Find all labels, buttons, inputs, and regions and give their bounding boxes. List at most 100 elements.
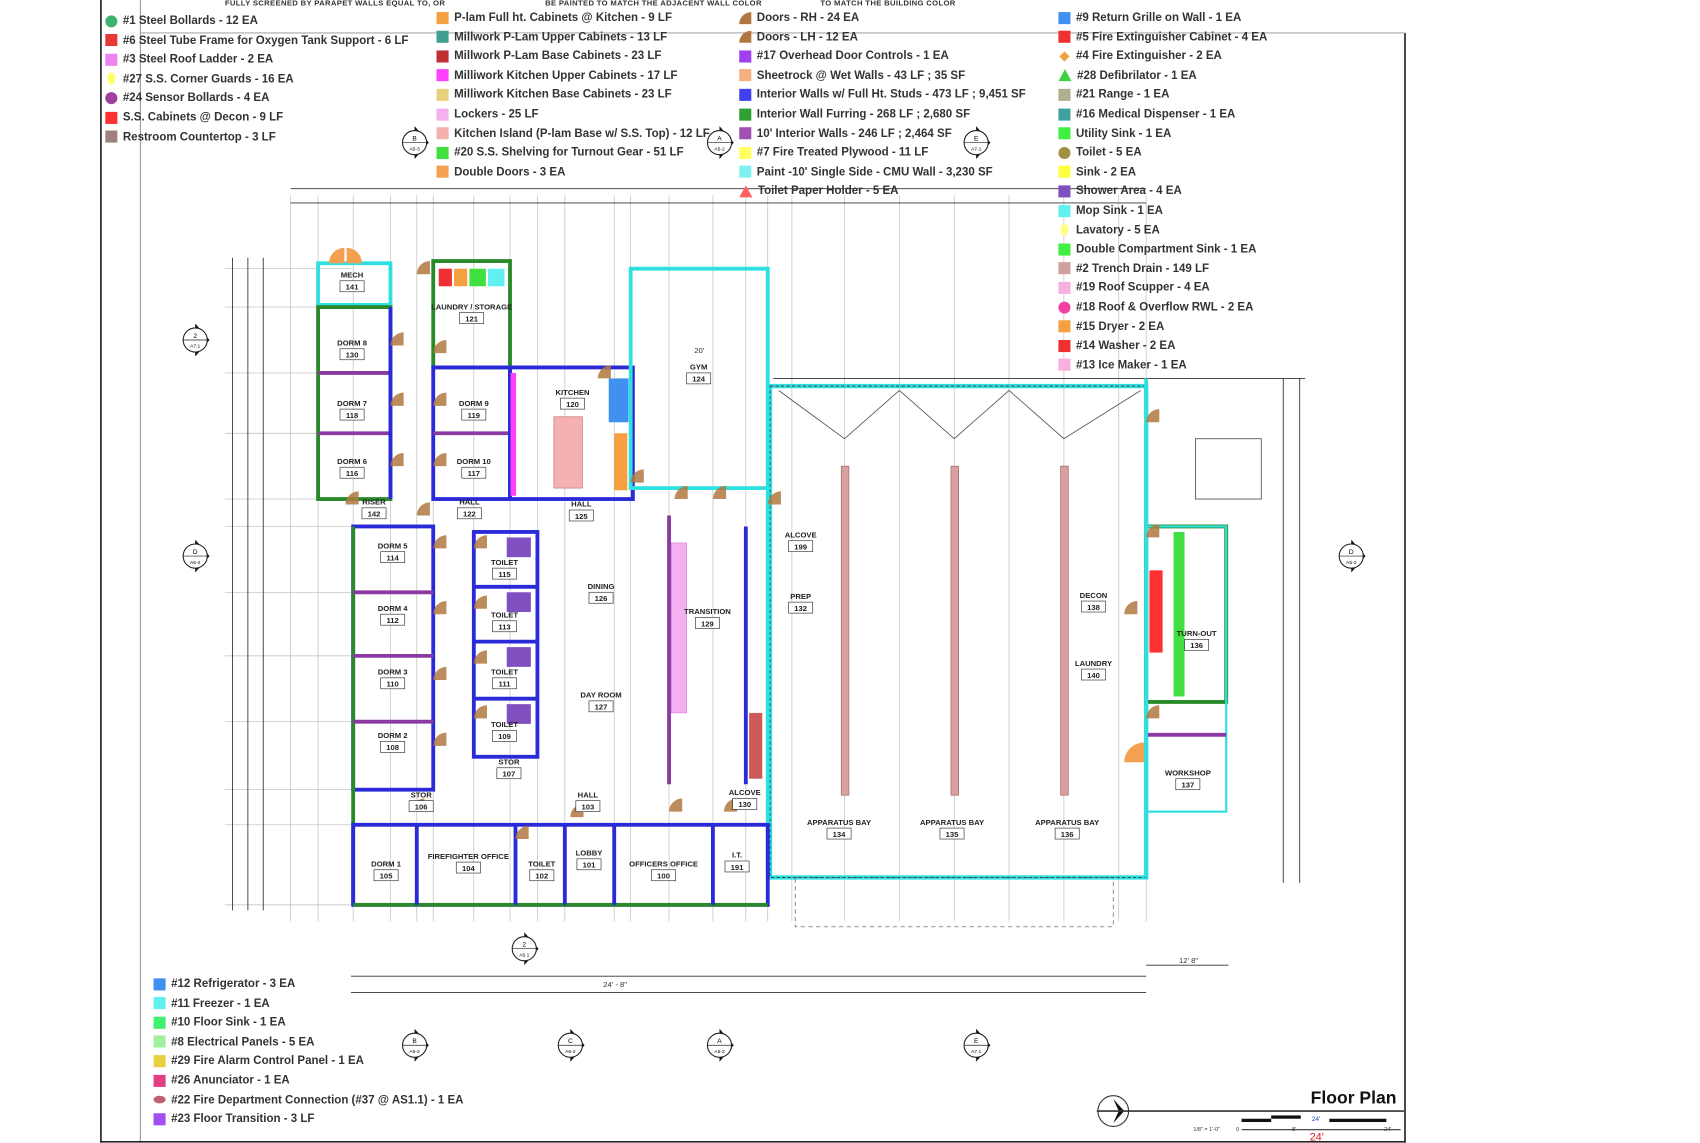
legend-item: Milliwork Kitchen Upper Cabinets - 17 LF: [436, 68, 678, 83]
scale-annotation: 24': [1312, 1116, 1321, 1123]
section-marker-icon: CA5-2: [557, 1028, 585, 1062]
room-name: LAUNDRY: [1075, 659, 1112, 668]
section-marker-icon: AA5-2: [706, 1028, 734, 1062]
legend-label: #18 Roof & Overflow RWL - 2 EA: [1075, 300, 1254, 314]
washer: [438, 268, 452, 287]
door-swing-icon: [390, 452, 404, 467]
room-number: 111: [499, 680, 512, 689]
legend-item: Toilet Paper Holder - 5 EA: [739, 184, 898, 199]
legend-label: Kitchen Island (P-lam Base w/ S.S. Top) …: [454, 126, 710, 140]
scale-tick: 24': [1384, 1127, 1391, 1133]
legend-label: #29 Fire Alarm Control Panel - 1 EA: [171, 1054, 364, 1068]
marker-sheet: A5-2: [565, 1049, 576, 1055]
door-swing-icon: [1146, 705, 1160, 719]
header-note: TO MATCH THE BUILDING COLOR: [820, 0, 956, 8]
room-name: HALL: [459, 498, 480, 507]
room-number: 110: [386, 680, 398, 689]
legend-swatch-icon: [1059, 51, 1070, 62]
room-label: HALL 125: [568, 500, 594, 522]
room-name: DINING: [588, 582, 615, 591]
legend-swatch-icon: [739, 69, 752, 82]
legend-label: Toilet - 5 EA: [1075, 146, 1142, 160]
room-name: GYM: [690, 363, 707, 372]
legend-swatch-icon: [1058, 108, 1071, 121]
marker-id: D: [1349, 549, 1354, 556]
room-number: 129: [701, 619, 714, 628]
legend-label: Millwork P-Lam Upper Cabinets - 13 LF: [454, 30, 668, 44]
room-number: 138: [1087, 603, 1101, 612]
room-number: 114: [386, 553, 399, 562]
room-number: 109: [498, 732, 511, 741]
legend-swatch-icon: [1058, 146, 1071, 159]
legend-label: #6 Steel Tube Frame for Oxygen Tank Supp…: [122, 33, 409, 47]
legend-label: #9 Return Grille on Wall - 1 EA: [1075, 10, 1242, 25]
legend-item: Lavatory - 5 EA: [1058, 222, 1160, 237]
room-name: WORKSHOP: [1165, 768, 1211, 777]
room-name: DORM 3: [378, 668, 408, 677]
legend-item: #3 Steel Roof Ladder - 2 EA: [105, 52, 273, 67]
legend-label: Interior Walls w/ Full Ht. Studs - 473 L…: [756, 88, 1026, 102]
sheet-border: [100, 0, 1406, 1143]
room-number: 119: [468, 411, 480, 420]
legend-item: Shower Area - 4 EA: [1058, 184, 1182, 199]
room-name: APPARATUS BAY: [807, 818, 871, 827]
door-swing-icon: [390, 332, 404, 346]
legend-item: P-lam Full ht. Cabinets @ Kitchen - 9 LF: [436, 10, 672, 25]
legend-item: #1 Steel Bollards - 12 EA: [105, 13, 258, 28]
legend-swatch-icon: [1058, 165, 1071, 179]
legend-item: Kitchen Island (P-lam Base w/ S.S. Top) …: [436, 126, 710, 141]
legend-label: Double Compartment Sink - 1 EA: [1075, 242, 1257, 256]
marker-id: A: [717, 1038, 722, 1045]
legend-swatch-icon: [436, 146, 449, 159]
door-swing-icon: [473, 705, 487, 719]
base-cabinets: [749, 712, 763, 779]
legend-item: #24 Sensor Bollards - 4 EA: [105, 90, 269, 105]
legend-swatch-icon: [1058, 320, 1071, 333]
room-name: STOR: [498, 757, 520, 766]
legend-item: Interior Walls w/ Full Ht. Studs - 473 L…: [739, 87, 1026, 102]
trench-drain: [840, 465, 850, 796]
room-number: 106: [415, 802, 428, 811]
door-swing-icon: [473, 650, 487, 664]
room-name: TOILET: [491, 558, 518, 567]
legend-swatch-icon: [1058, 185, 1071, 198]
legend-swatch-icon: [436, 11, 449, 24]
room-name: HALL: [571, 500, 592, 509]
legend-item: S.S. Cabinets @ Decon - 9 LF: [105, 110, 283, 125]
legend-label: Milliwork Kitchen Upper Cabinets - 17 LF: [454, 68, 678, 83]
section-marker-icon: EA7-1: [963, 126, 991, 160]
legend-label: #21 Range - 1 EA: [1075, 88, 1170, 102]
legend-item: Sink - 2 EA: [1058, 164, 1136, 179]
legend-item: #22 Fire Department Connection (#37 @ AS…: [153, 1092, 464, 1107]
marker-id: 2: [193, 333, 197, 340]
marker-sheet: A7-1: [971, 146, 982, 152]
door-swing-icon: [515, 825, 529, 840]
legend-item: Lockers - 25 LF: [436, 106, 539, 121]
scale-tick: 0: [1236, 1127, 1239, 1133]
legend-swatch-icon: [739, 165, 752, 179]
room-number: 125: [575, 512, 589, 521]
legend-label: Millwork P-Lam Base Cabinets - 23 LF: [454, 49, 662, 63]
legend-swatch-icon: [1058, 358, 1071, 372]
legend-label: #13 Ice Maker - 1 EA: [1075, 358, 1187, 372]
marker-sheet: A5-2: [714, 146, 725, 152]
legend-swatch-icon: [1058, 30, 1071, 43]
legend-swatch-icon: [105, 34, 118, 47]
legend-item: Millwork P-Lam Base Cabinets - 23 LF: [436, 48, 662, 63]
room-name: RISER: [362, 498, 386, 507]
room-number: 116: [346, 469, 358, 478]
legend-item: #18 Roof & Overflow RWL - 2 EA: [1058, 299, 1253, 314]
legend-swatch-icon: [1058, 11, 1071, 24]
